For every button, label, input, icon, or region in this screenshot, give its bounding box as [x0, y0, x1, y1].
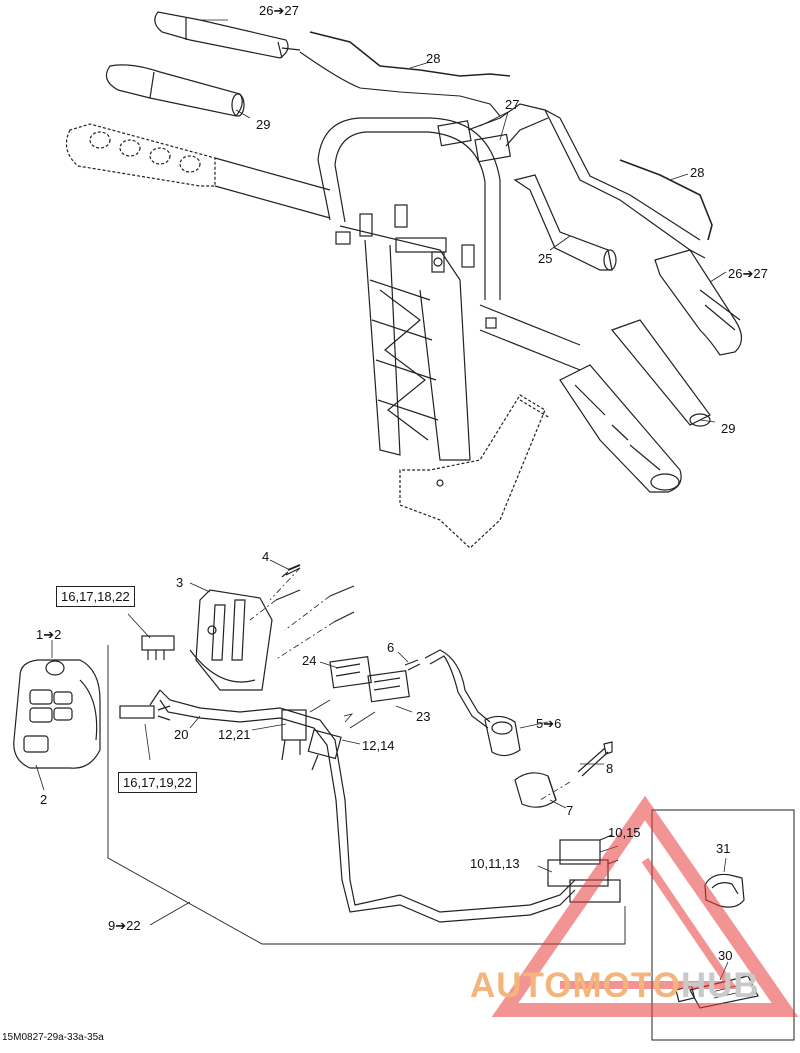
connector-16-17-18-22 — [127, 613, 175, 660]
callout-26-27-right: 26➔27 — [728, 266, 768, 281]
connector-27 — [437, 103, 561, 163]
callout-26-27-top: 26➔27 — [259, 3, 299, 18]
wire-5-6 — [404, 649, 491, 729]
callout-12-14: 12,14 — [362, 738, 395, 753]
cap-7 — [514, 772, 557, 808]
callout-9-22: 9➔22 — [108, 918, 141, 933]
heater-wire-top — [309, 31, 511, 77]
sensor-5-6 — [484, 715, 521, 757]
callout-2: 2 — [40, 792, 48, 807]
callout-1-2: 1➔2 — [36, 627, 62, 642]
handlebar-switch-1-2 — [13, 659, 101, 769]
connector-16-17-19-22 — [119, 705, 171, 761]
callout-12-21: 12,21 — [218, 727, 251, 742]
grip-sleeve-right — [610, 319, 711, 427]
callout-30: 30 — [718, 948, 733, 963]
screws-4 — [275, 564, 355, 623]
callout-23: 23 — [416, 709, 431, 724]
reference-code: 15M0827-29a-33a-35a — [2, 1032, 104, 1043]
kit-box — [651, 809, 795, 1041]
watermark-logo — [491, 795, 799, 1017]
callout-28-top: 28 — [426, 51, 441, 66]
callout-8: 8 — [606, 761, 614, 776]
watermark-part1: AUTOMOTO — [470, 966, 681, 1005]
pin-8 — [539, 741, 613, 801]
left-handlebar-grip — [65, 123, 216, 187]
callout-5-6: 5➔6 — [536, 716, 562, 731]
callout-29-top: 29 — [256, 117, 271, 132]
connector-12-14 — [307, 729, 342, 771]
callout-10-11-13: 10,11,13 — [470, 856, 520, 871]
callout-27: 27 — [505, 97, 520, 112]
callout-25: 25 — [538, 251, 553, 266]
callout-10-15: 10,15 — [608, 825, 641, 840]
callout-29-right: 29 — [721, 421, 736, 436]
watermark-part2: HUB — [680, 966, 760, 1005]
callout-31: 31 — [716, 841, 731, 856]
handlebar-riser-loop — [317, 117, 501, 300]
switch-housing-3 — [189, 589, 273, 691]
callout-7: 7 — [566, 803, 574, 818]
callout-24: 24 — [302, 653, 317, 668]
grip-sleeve-top — [105, 64, 245, 117]
callout-28-right: 28 — [690, 165, 705, 180]
group-bracket-9-22 — [107, 645, 626, 945]
wiring-harness-20 — [149, 689, 576, 923]
right-handlebar-grip — [559, 364, 682, 493]
connector-23 — [367, 670, 410, 703]
callout-3: 3 — [176, 575, 184, 590]
connector-12-21 — [281, 709, 307, 761]
clip-31 — [704, 857, 745, 908]
column-base-plate — [399, 394, 551, 549]
heater-wire-right — [619, 159, 713, 241]
callout-20: 20 — [174, 727, 189, 742]
grip-heater-element-right — [654, 249, 743, 356]
watermark-text: AUTOMOTOHUB — [470, 966, 760, 1006]
callout-4: 4 — [262, 549, 270, 564]
callout-16-17-18-22: 16,17,18,22 — [56, 586, 135, 607]
connector-24 — [329, 656, 372, 689]
callout-6: 6 — [387, 640, 395, 655]
handlebar-tube — [214, 157, 331, 219]
steering-column — [335, 204, 497, 461]
grip-heater-element-top — [154, 11, 301, 59]
callout-16-17-19-22: 16,17,19,22 — [118, 772, 197, 793]
throttle-tube — [513, 174, 617, 271]
